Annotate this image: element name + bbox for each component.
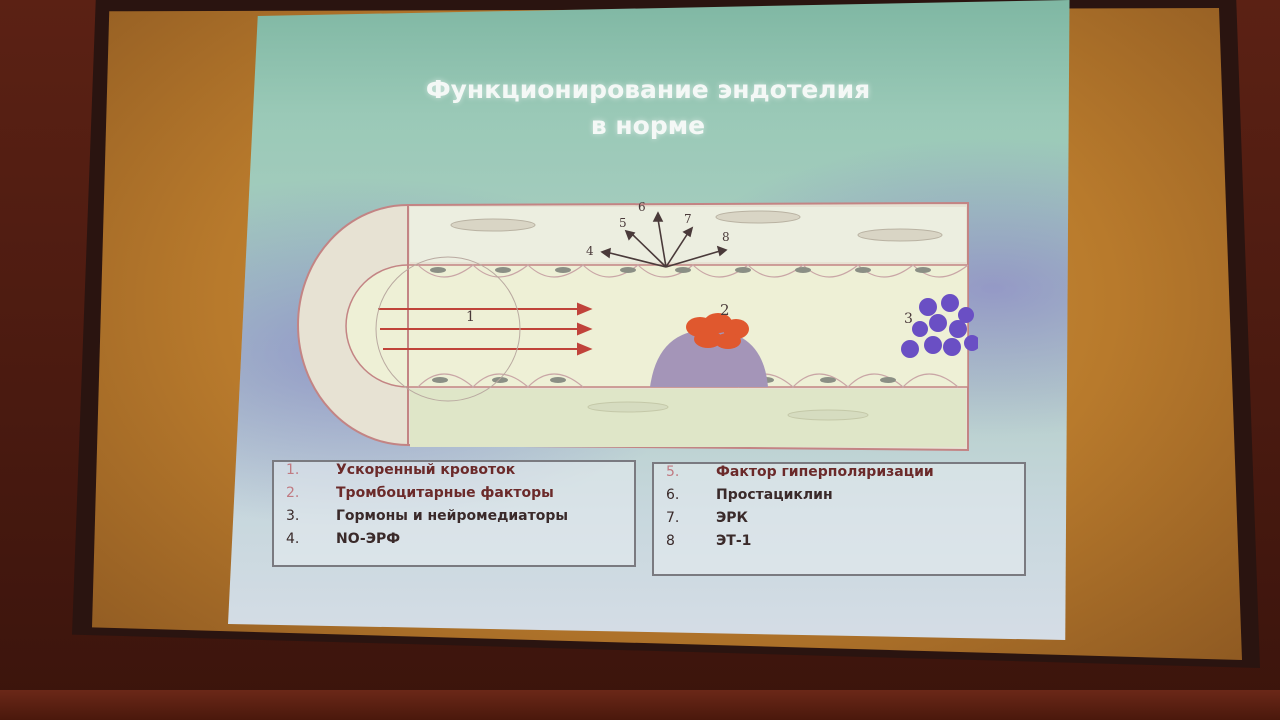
legend-item: 7. ЭРК (666, 510, 1024, 533)
endothelium-top-nuclei (430, 267, 931, 273)
legend-item: 4. NO-ЭРФ (286, 531, 634, 554)
legend-item: 1. Ускоренный кровоток (286, 462, 634, 485)
diagram-label-3: 3 (904, 311, 913, 327)
legend-box-left: 1. Ускоренный кровоток 2. Тромбоцитарные… (272, 460, 636, 567)
legend-text: Фактор гиперполяризации (716, 464, 934, 480)
legend-number: 1. (286, 462, 300, 478)
diagram-label-6: 6 (638, 200, 646, 214)
wall-cell (450, 218, 536, 232)
slide-title: Функционирование эндотелия в норме (358, 72, 938, 144)
legend-text: NO-ЭРФ (336, 531, 401, 547)
legend-box-right: 5. Фактор гиперполяризации 6. Простацикл… (652, 462, 1026, 576)
legend-number: 8 (666, 533, 675, 549)
legend-item: 8 ЭТ-1 (666, 533, 1024, 556)
endothelium-bottom-nuclei (432, 377, 896, 383)
vessel-lumen (345, 264, 969, 388)
flow-region-outline (375, 256, 521, 402)
presentation-slide: Функционирование эндотелия в норме (228, 0, 1070, 640)
wall-cell (715, 210, 801, 224)
diagram-label-2: 2 (720, 301, 730, 319)
legend-number: 4. (286, 531, 300, 547)
stage-edge (0, 690, 1280, 720)
slide-title-line-1: Функционирование эндотелия (425, 75, 871, 104)
legend-number: 6. (666, 487, 680, 503)
platelet-cluster (686, 313, 749, 349)
legend-text: ЭРК (716, 510, 748, 526)
diagram-label-8: 8 (722, 230, 730, 244)
diagram-label-4: 4 (586, 244, 594, 258)
diagram-label-1: 1 (466, 309, 475, 325)
wall-cell (587, 401, 669, 413)
legend-item: 2. Тромбоцитарные факторы (286, 485, 634, 508)
diagram-label-7: 7 (684, 212, 692, 226)
wall-cell (857, 228, 943, 242)
legend-number: 7. (666, 510, 680, 526)
vessel-lower-layer (410, 389, 966, 447)
hormone-particles (901, 294, 978, 358)
legend-text: Простациклин (716, 487, 833, 503)
wall-cell (787, 409, 869, 421)
legend-item: 5. Фактор гиперполяризации (666, 464, 1024, 487)
slide-title-line-2: в норме (590, 111, 706, 140)
legend-number: 3. (286, 508, 300, 524)
legend-number: 2. (286, 485, 300, 501)
endothelium-top (417, 264, 969, 278)
legend-text: Тромбоцитарные факторы (336, 485, 554, 501)
legend-text: ЭТ-1 (716, 533, 752, 549)
mediator-arrows (600, 211, 728, 268)
endothelium-bottom (417, 373, 959, 388)
diagram-label-5: 5 (619, 216, 627, 230)
legend-text: Гормоны и нейромедиаторы (336, 508, 569, 524)
legend-number: 5. (666, 464, 680, 480)
legend-item: 3. Гормоны и нейромедиаторы (286, 508, 634, 531)
legend-item: 6. Простациклин (666, 487, 1024, 510)
vessel-diagram: 1 2 3 4 5 6 7 8 (297, 200, 978, 452)
blood-flow-arrows (378, 302, 593, 356)
legend-text: Ускоренный кровоток (336, 462, 516, 478)
